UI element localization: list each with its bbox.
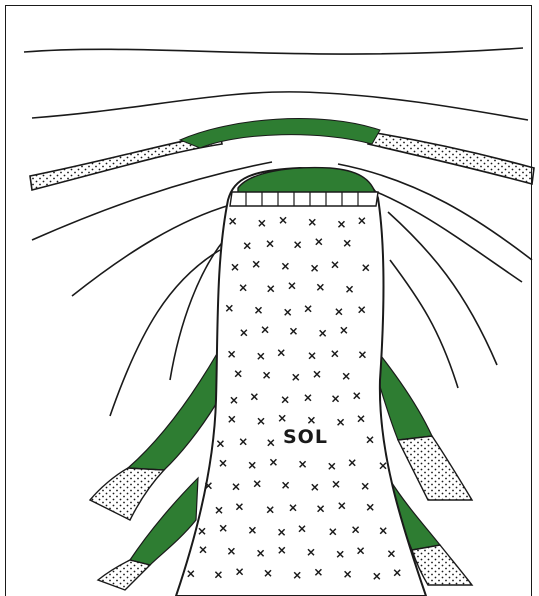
- strata-line-2: [32, 92, 528, 120]
- green-layer-right-upper: [378, 352, 432, 440]
- green-layer-arch: [180, 119, 380, 148]
- cap-rock-band: [230, 192, 378, 206]
- strata-line-right-4: [390, 260, 458, 388]
- sand-layer-left-upper: [90, 468, 164, 520]
- sand-layer-left-lower: [98, 560, 150, 590]
- structure-label: SOL: [283, 428, 328, 447]
- strata-line-left-2: [72, 205, 230, 296]
- green-layer-left-upper: [128, 352, 218, 470]
- strata-line-top: [24, 48, 523, 54]
- strata-line-right-3: [388, 212, 497, 365]
- sand-layer-right-upper: [398, 436, 472, 500]
- sand-layer-arch-right: [368, 132, 534, 184]
